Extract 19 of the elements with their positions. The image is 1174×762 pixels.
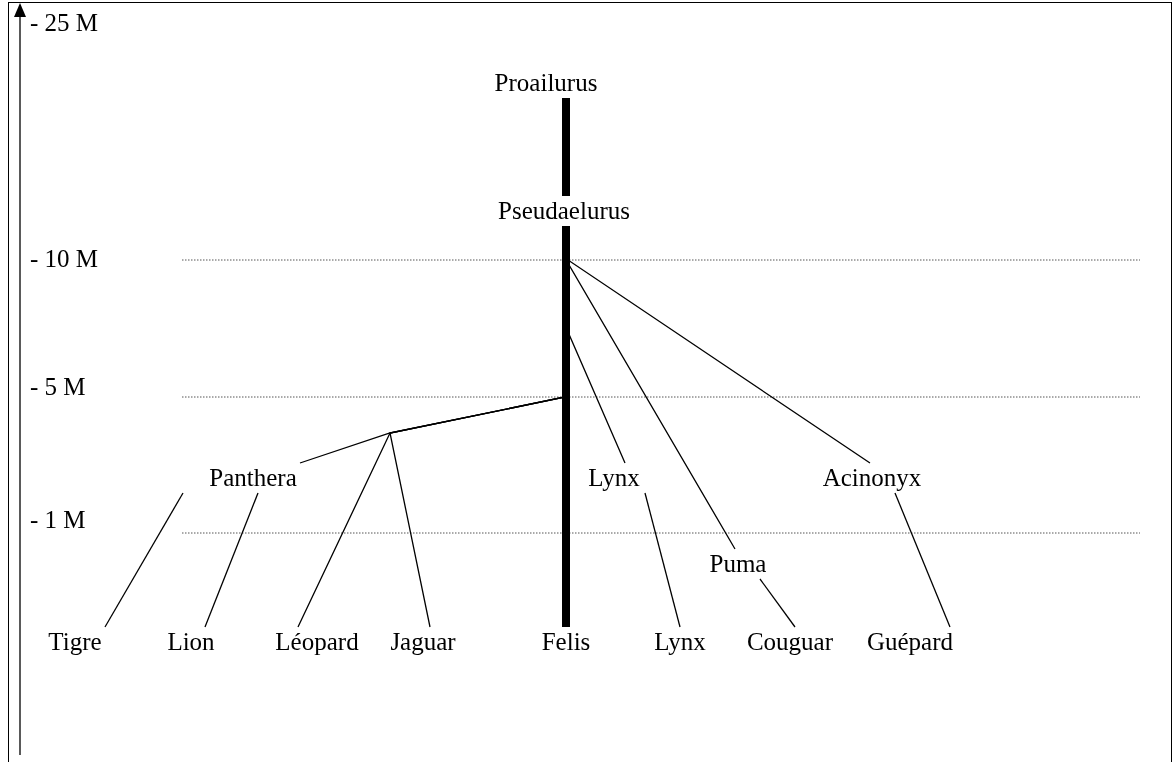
taxon-label: Tigre — [48, 627, 102, 657]
taxon-label: Couguar — [746, 627, 834, 657]
taxon-label: Acinonyx — [822, 463, 922, 493]
taxon-label: Felis — [541, 627, 591, 657]
taxon-label: Lynx — [588, 463, 640, 493]
taxon-label: Léopard — [275, 627, 359, 657]
taxon-label: Proailurus — [494, 68, 598, 98]
branch-line — [104, 492, 184, 628]
taxon-label: Lion — [167, 627, 215, 657]
taxon-label: Guépard — [866, 627, 954, 657]
taxon-label: Pseudaelurus — [498, 196, 630, 226]
branch-line — [644, 492, 681, 628]
branch-line — [759, 578, 796, 628]
taxon-label: Panthera — [209, 463, 297, 493]
branch-line — [894, 492, 951, 628]
taxon-label: Jaguar — [390, 627, 456, 657]
taxon-label: Lynx — [654, 627, 706, 657]
taxon-label: Puma — [709, 549, 767, 579]
branch-line — [204, 492, 259, 628]
